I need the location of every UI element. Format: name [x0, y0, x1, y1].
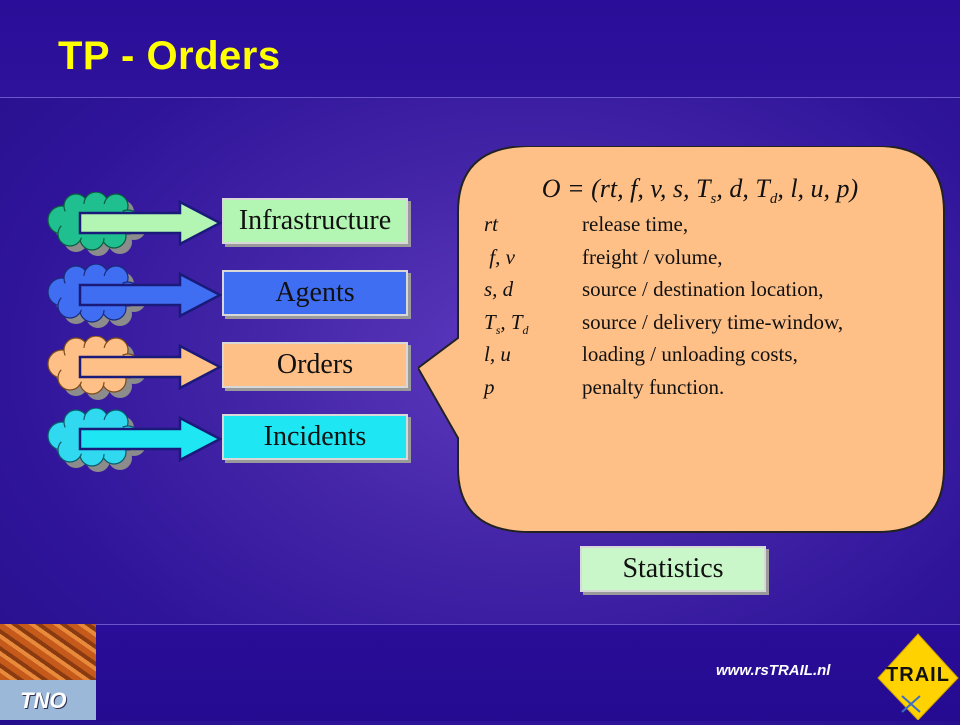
order-formula: O = (rt, f, v, s, Ts, d, Td, l, u, p)	[541, 174, 859, 208]
arrow-icon-orders	[78, 343, 223, 391]
definition-symbol: l, u	[484, 342, 511, 366]
definition-text: source / destination location,	[582, 277, 824, 301]
trail-logo: TRAIL	[876, 632, 960, 721]
definition-row: s, d source / destination location,	[484, 277, 843, 310]
arrow-icon-infrastructure	[78, 199, 223, 247]
definition-text: release time,	[582, 212, 689, 236]
definition-list: rt release time, f, v freight / volume, …	[484, 212, 843, 407]
module-box-agents: Agents	[222, 270, 408, 316]
definition-text: loading / unloading costs,	[582, 342, 798, 366]
definition-row: f, v freight / volume,	[484, 245, 843, 278]
logo-photo	[0, 624, 96, 680]
definition-symbol: Ts, Td	[484, 309, 529, 337]
statistics-box: Statistics	[580, 546, 766, 592]
module-box-incidents: Incidents	[222, 414, 408, 460]
title-band	[0, 0, 960, 98]
page-title: TP - Orders	[58, 34, 281, 78]
definition-row: l, u loading / unloading costs,	[484, 342, 843, 375]
module-box-orders: Orders	[222, 342, 408, 388]
definition-symbol: rt	[484, 212, 499, 236]
arrow-icon-agents	[78, 271, 223, 319]
definition-text: freight / volume,	[582, 244, 723, 269]
module-box-infrastructure: Infrastructure	[222, 198, 408, 244]
trail-logo-text: TRAIL	[886, 664, 950, 686]
definition-symbol: f, v	[484, 244, 515, 269]
tno-logo: TNO	[0, 624, 96, 720]
definition-row: Ts, Td source / delivery time-window,	[484, 310, 843, 343]
definition-symbol: p	[484, 374, 495, 399]
tno-logo-text: TNO	[20, 688, 67, 713]
definition-row: rt release time,	[484, 212, 843, 245]
arrow-icon-incidents	[78, 415, 223, 463]
callout-bubble	[418, 146, 945, 533]
footer-url: www.rsTRAIL.nl	[716, 662, 831, 679]
definition-row: p penalty function.	[484, 375, 843, 408]
definition-text: source / delivery time-window,	[582, 309, 844, 334]
definition-symbol: s, d	[484, 277, 514, 301]
definition-text: penalty function.	[582, 374, 725, 399]
footer-band	[0, 624, 960, 721]
